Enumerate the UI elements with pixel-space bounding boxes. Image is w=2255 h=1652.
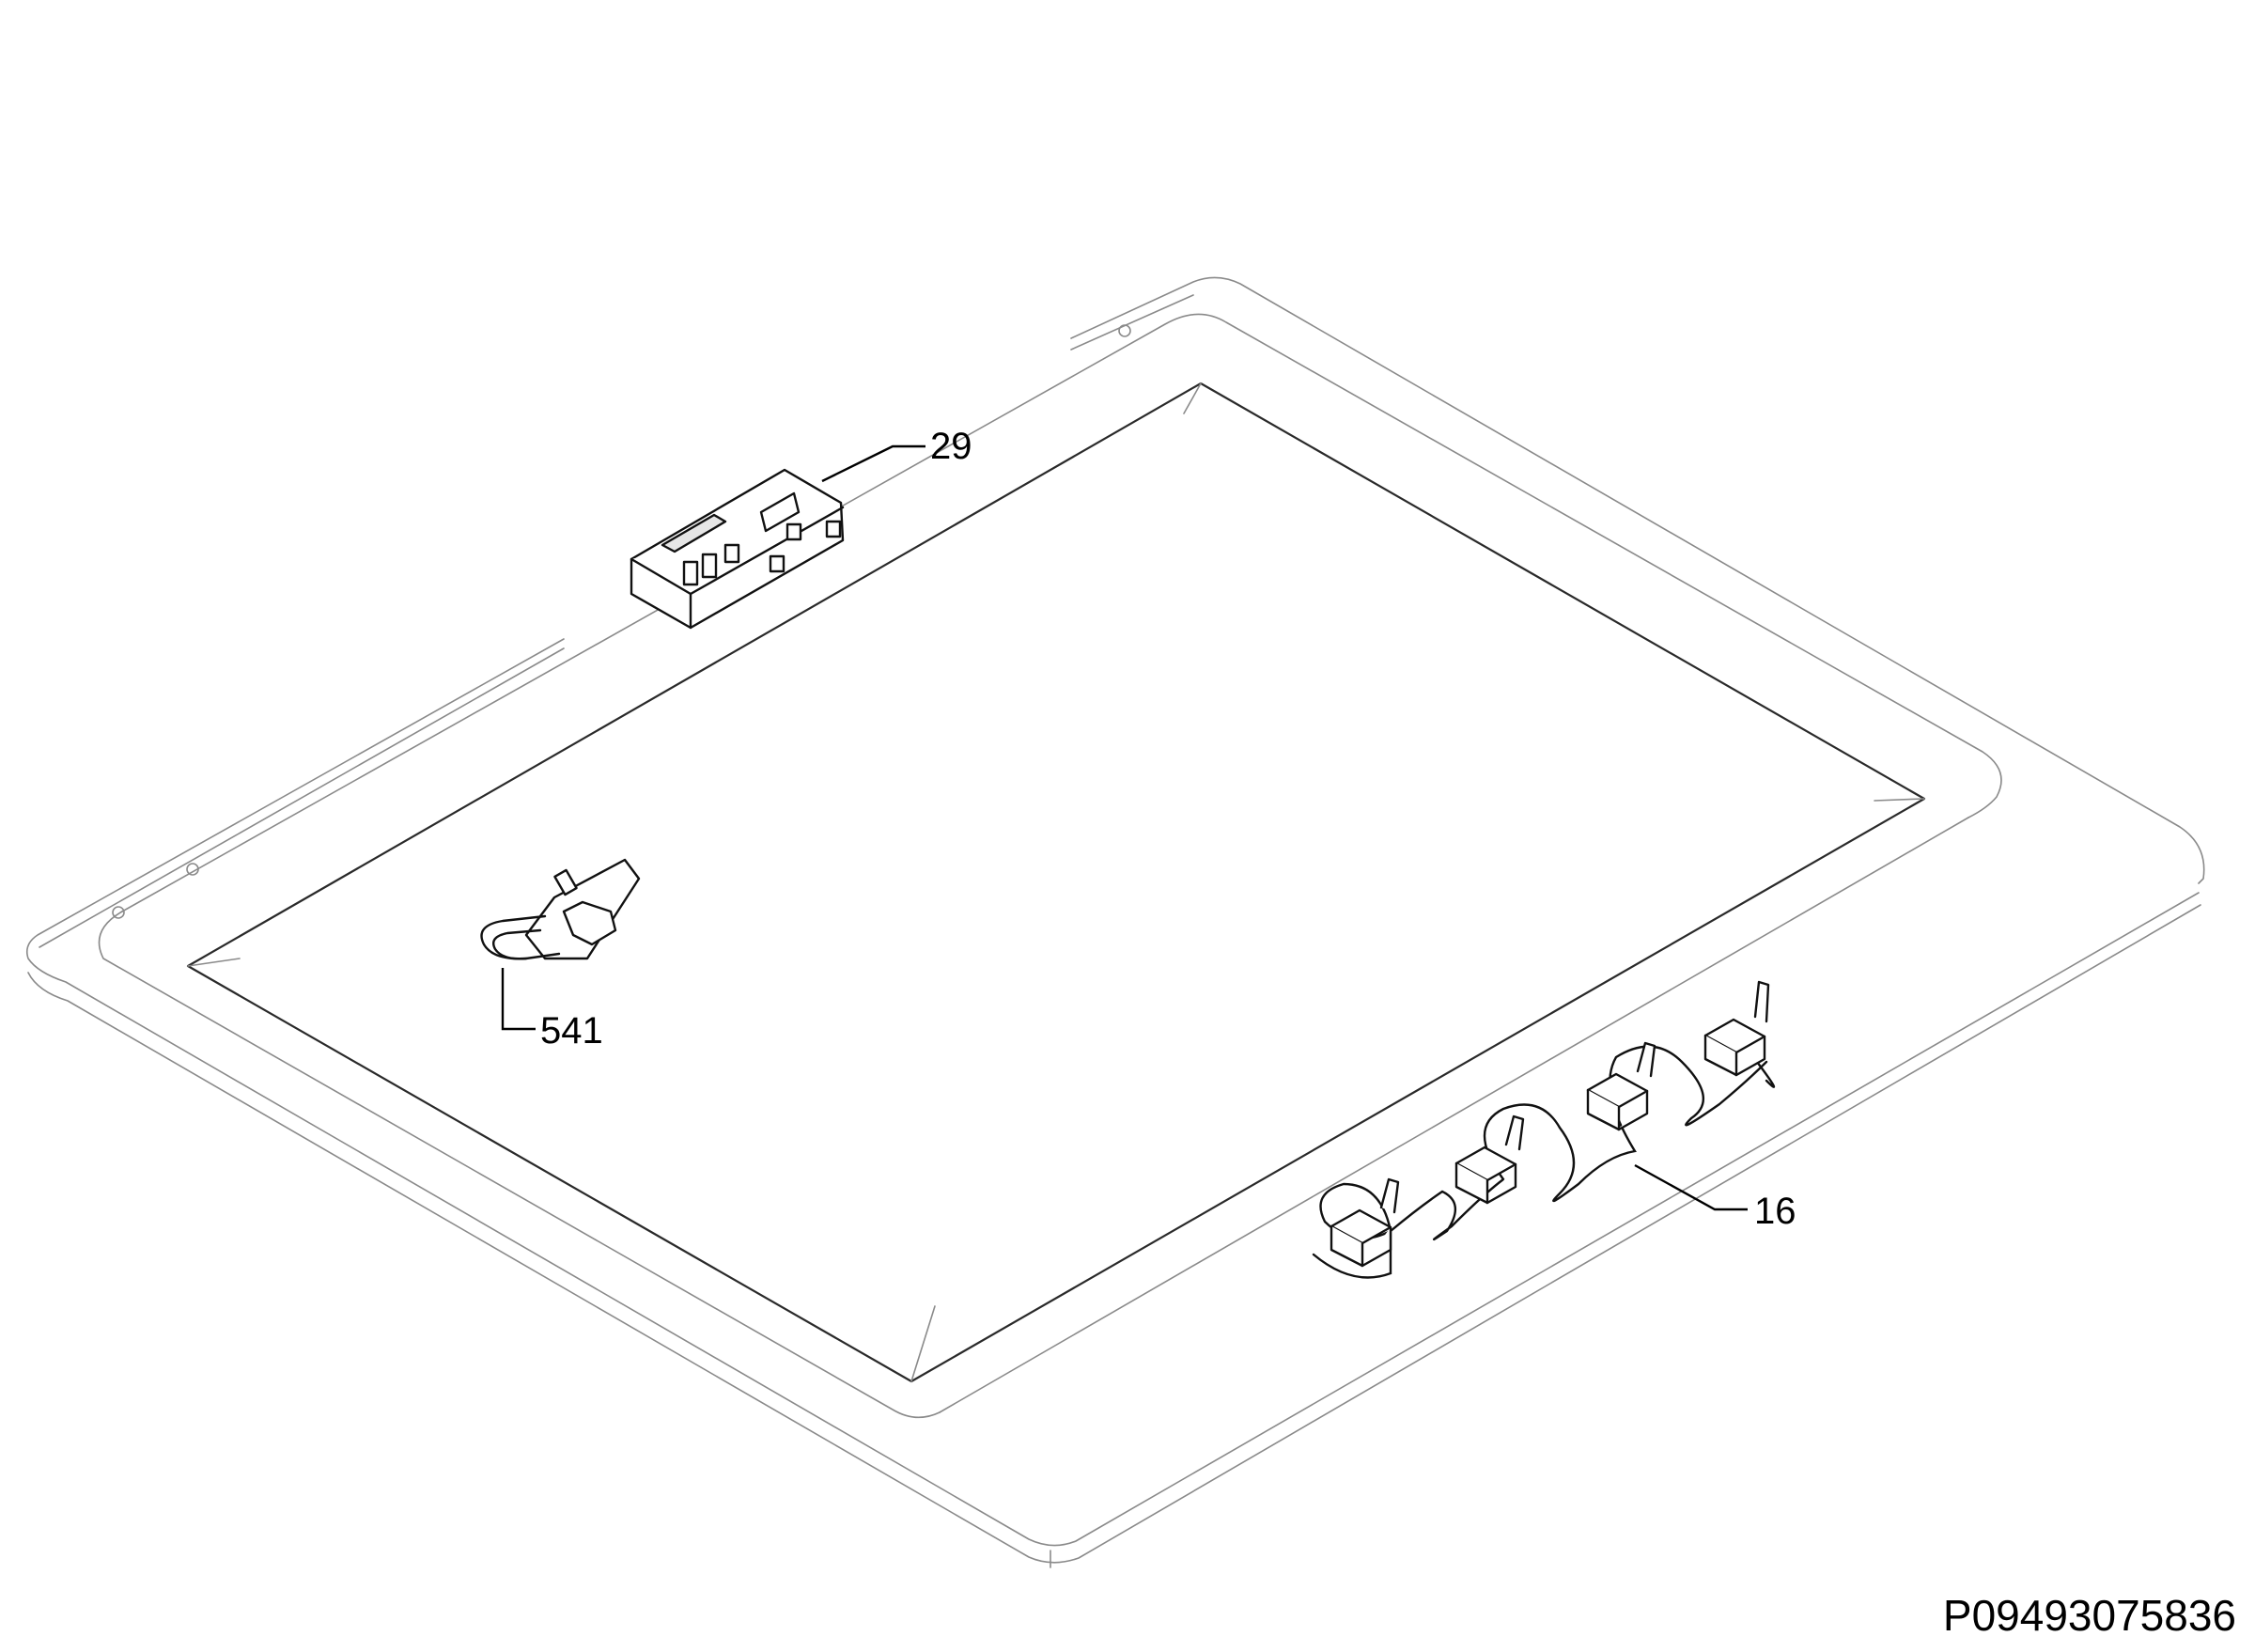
cooktop-frame: [25, 276, 2205, 1568]
callout-16: 16: [1754, 1191, 1796, 1232]
electrode-4: [1703, 980, 1770, 1077]
electrode-1: [1330, 1177, 1400, 1268]
glass-panel: [186, 382, 1926, 1383]
electrode-3: [1586, 1041, 1656, 1131]
part-541-connector: [480, 858, 641, 1031]
part-16-ignition-harness: [1312, 980, 1776, 1279]
callout-29: 29: [930, 426, 972, 467]
electrode-2: [1454, 1114, 1525, 1205]
part-29-switch: [630, 444, 925, 630]
drawing-reference-code: P09493075836: [1942, 1591, 2236, 1640]
callout-541: 541: [540, 1010, 603, 1052]
